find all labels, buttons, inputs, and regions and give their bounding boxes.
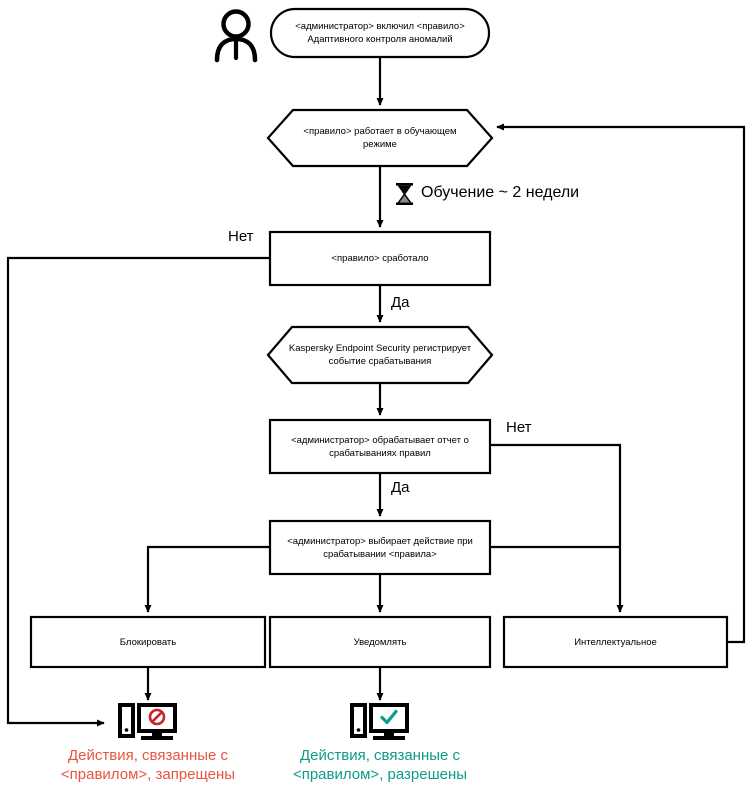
edge-label-report-no: Нет — [506, 419, 532, 436]
edge-report-no-to-smart — [490, 443, 624, 613]
learning-duration-label: Обучение ~ 2 недели — [421, 184, 580, 201]
computer-allowed-icon — [350, 703, 409, 740]
edge-label-triggered-no: Нет — [228, 228, 254, 245]
hourglass-icon — [396, 183, 413, 205]
computer-blocked-icon — [118, 703, 177, 740]
person-icon — [214, 9, 258, 63]
node-learning-mode-shape — [266, 108, 494, 168]
edge-smart-back-to-learning — [496, 123, 746, 644]
outcome-denied-label: Действия, связанные с <правилом>, запрещ… — [60, 747, 236, 783]
edge-label-triggered-yes: Да — [391, 294, 410, 311]
node-action-block-shape — [29, 615, 267, 669]
edge-triggered-no-loop — [6, 256, 270, 727]
node-kes-registers-shape — [266, 325, 494, 385]
edge-select-to-block — [144, 545, 270, 613]
node-admin-selects-action-shape — [268, 519, 492, 576]
outcome-allowed-label: Действия, связанные с <правилом>, разреш… — [292, 747, 468, 783]
node-rule-triggered-shape — [268, 230, 492, 287]
node-action-smart-shape — [502, 615, 729, 669]
node-action-notify-shape — [268, 615, 492, 669]
node-admin-processes-report-shape — [268, 418, 492, 475]
edge-label-report-yes: Да — [391, 479, 410, 496]
node-start-shape — [269, 7, 491, 59]
